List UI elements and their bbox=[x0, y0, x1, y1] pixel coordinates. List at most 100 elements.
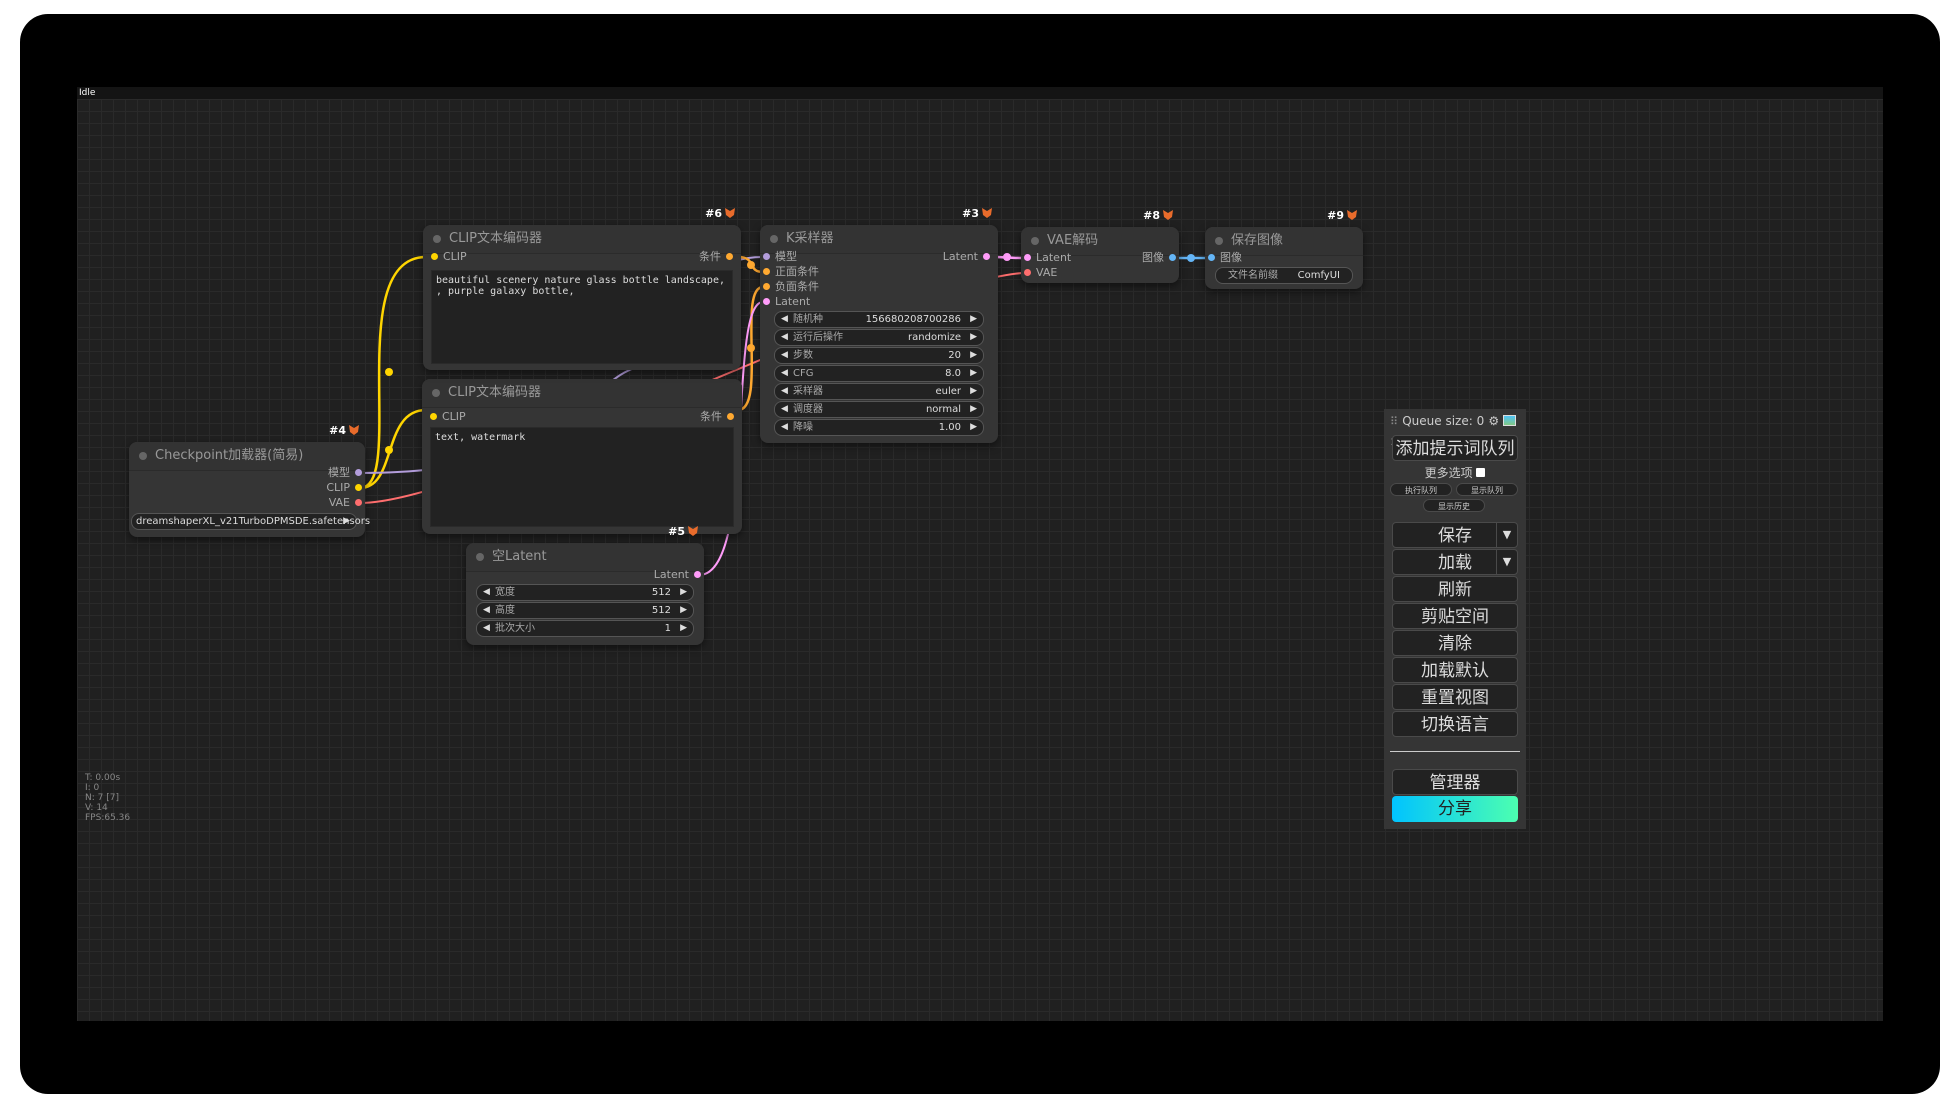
slot-dot-icon bbox=[1024, 269, 1031, 276]
decrement-arrow-icon[interactable]: ◀ bbox=[781, 350, 788, 360]
input-slot-positive[interactable]: 正面条件 bbox=[763, 265, 819, 279]
load-button[interactable]: 加载▼ bbox=[1392, 549, 1518, 575]
collapse-dot-icon[interactable] bbox=[433, 235, 441, 243]
node-title[interactable]: VAE解码 bbox=[1021, 227, 1179, 256]
clear-button[interactable]: 清除 bbox=[1392, 630, 1518, 656]
node-title[interactable]: Checkpoint加载器(简易) bbox=[129, 442, 365, 471]
increment-arrow-icon[interactable]: ▶ bbox=[970, 422, 977, 432]
view-queue-button[interactable]: 执行队列 bbox=[1390, 483, 1452, 496]
gear-icon[interactable]: ⚙ bbox=[1488, 414, 1500, 428]
collapse-dot-icon[interactable] bbox=[432, 389, 440, 397]
input-slot-image[interactable]: 图像 bbox=[1208, 251, 1242, 265]
input-slot-negative[interactable]: 负面条件 bbox=[763, 280, 819, 294]
graph-canvas[interactable]: Idle CLIP文本编码器 CLIP 条件 text, watermark #… bbox=[77, 87, 1883, 1021]
node-checkpoint-loader[interactable]: #4 Checkpoint加载器(简易) 模型 CLIP VAE dreamsh… bbox=[129, 424, 370, 537]
collapse-dot-icon[interactable] bbox=[770, 235, 778, 243]
fox-icon bbox=[688, 526, 698, 536]
slot-dot-icon bbox=[763, 253, 770, 260]
node-title[interactable]: K采样器 bbox=[760, 225, 998, 254]
queue-prompt-button[interactable]: 添加提示词队列 bbox=[1392, 435, 1518, 461]
share-button[interactable]: 分享 bbox=[1392, 796, 1518, 822]
decrement-arrow-icon[interactable]: ◀ bbox=[781, 422, 788, 432]
manager-button[interactable]: 管理器 bbox=[1392, 769, 1518, 795]
decrement-arrow-icon[interactable]: ◀ bbox=[483, 587, 490, 597]
decrement-arrow-icon[interactable]: ◀ bbox=[781, 386, 788, 396]
widget-ckpt-name[interactable]: dreamshaperXL_v21TurboDPMSDE.safetensors… bbox=[131, 513, 370, 530]
image-icon[interactable] bbox=[1503, 415, 1517, 426]
reset-view-button[interactable]: 重置视图 bbox=[1392, 684, 1518, 710]
increment-arrow-icon[interactable]: ▶ bbox=[343, 516, 350, 526]
input-slot-clip[interactable]: CLIP bbox=[431, 250, 467, 264]
switch-language-button[interactable]: 切换语言 bbox=[1392, 711, 1518, 737]
drag-handle-icon[interactable]: ⠿ bbox=[1390, 415, 1399, 428]
output-slot-vae[interactable]: VAE bbox=[329, 496, 362, 510]
input-slot-clip[interactable]: CLIP bbox=[430, 410, 466, 424]
node-clip-text-encode-positive[interactable]: #6 CLIP文本编码器 CLIP 条件 beautiful scenery n… bbox=[423, 207, 741, 370]
collapse-dot-icon[interactable] bbox=[139, 452, 147, 460]
load-default-button[interactable]: 加载默认 bbox=[1392, 657, 1518, 683]
decrement-arrow-icon[interactable]: ◀ bbox=[781, 332, 788, 342]
node-vae-decode[interactable]: #8 VAE解码 Latent VAE 图像 bbox=[1021, 209, 1179, 283]
dropdown-arrow-icon[interactable]: ▼ bbox=[1496, 550, 1517, 574]
refresh-button[interactable]: 刷新 bbox=[1392, 576, 1518, 602]
save-button[interactable]: 保存▼ bbox=[1392, 522, 1518, 548]
prompt-textarea[interactable]: beautiful scenery nature glass bottle la… bbox=[431, 270, 733, 364]
increment-arrow-icon[interactable]: ▶ bbox=[970, 332, 977, 342]
extra-options-checkbox[interactable] bbox=[1476, 468, 1486, 477]
node-title[interactable]: CLIP文本编码器 bbox=[422, 379, 742, 408]
input-slot-vae[interactable]: VAE bbox=[1024, 266, 1057, 280]
input-slot-model[interactable]: 模型 bbox=[763, 250, 797, 264]
collapse-dot-icon[interactable] bbox=[1031, 237, 1039, 245]
slot-dot-icon bbox=[431, 253, 438, 260]
prompt-textarea[interactable]: text, watermark bbox=[430, 427, 734, 527]
output-slot-image[interactable]: 图像 bbox=[1142, 251, 1176, 265]
increment-arrow-icon[interactable]: ▶ bbox=[970, 386, 977, 396]
output-slot-clip[interactable]: CLIP bbox=[326, 481, 362, 495]
decrement-arrow-icon[interactable]: ◀ bbox=[781, 368, 788, 378]
decrement-arrow-icon[interactable]: ◀ bbox=[781, 314, 788, 324]
output-slot-latent[interactable]: Latent bbox=[654, 568, 701, 582]
output-slot-model[interactable]: 模型 bbox=[328, 466, 362, 480]
node-title[interactable]: CLIP文本编码器 bbox=[423, 225, 741, 254]
node-title[interactable]: 保存图像 bbox=[1205, 227, 1363, 256]
increment-arrow-icon[interactable]: ▶ bbox=[970, 404, 977, 414]
collapse-dot-icon[interactable] bbox=[476, 553, 484, 561]
node-clip-text-encode-negative[interactable]: CLIP文本编码器 CLIP 条件 text, watermark bbox=[422, 379, 742, 534]
input-slot-latent[interactable]: Latent bbox=[763, 295, 810, 309]
increment-arrow-icon[interactable]: ▶ bbox=[680, 605, 687, 615]
decrement-arrow-icon[interactable]: ◀ bbox=[781, 404, 788, 414]
increment-arrow-icon[interactable]: ▶ bbox=[680, 587, 687, 597]
node-title[interactable]: 空Latent bbox=[466, 543, 704, 572]
dropdown-arrow-icon[interactable]: ▼ bbox=[1496, 523, 1517, 547]
view-history-button[interactable]: 显示历史 bbox=[1423, 499, 1485, 512]
output-slot-conditioning[interactable]: 条件 bbox=[699, 250, 733, 264]
output-slot-conditioning[interactable]: 条件 bbox=[700, 410, 734, 424]
input-slot-latent[interactable]: Latent bbox=[1024, 251, 1071, 265]
output-slot-latent[interactable]: Latent bbox=[943, 250, 990, 264]
clipspace-button[interactable]: 剪贴空间 bbox=[1392, 603, 1518, 629]
node-id-badge: #4 bbox=[329, 424, 359, 438]
increment-arrow-icon[interactable]: ▶ bbox=[970, 314, 977, 324]
decrement-arrow-icon[interactable]: ◀ bbox=[483, 605, 490, 615]
slot-dot-icon bbox=[355, 484, 362, 491]
decrement-arrow-icon[interactable]: ◀ bbox=[483, 623, 490, 633]
view-queue2-button[interactable]: 显示队列 bbox=[1456, 483, 1518, 496]
collapse-dot-icon[interactable] bbox=[1215, 237, 1223, 245]
increment-arrow-icon[interactable]: ▶ bbox=[970, 368, 977, 378]
increment-arrow-icon[interactable]: ▶ bbox=[970, 350, 977, 360]
increment-arrow-icon[interactable]: ▶ bbox=[680, 623, 687, 633]
